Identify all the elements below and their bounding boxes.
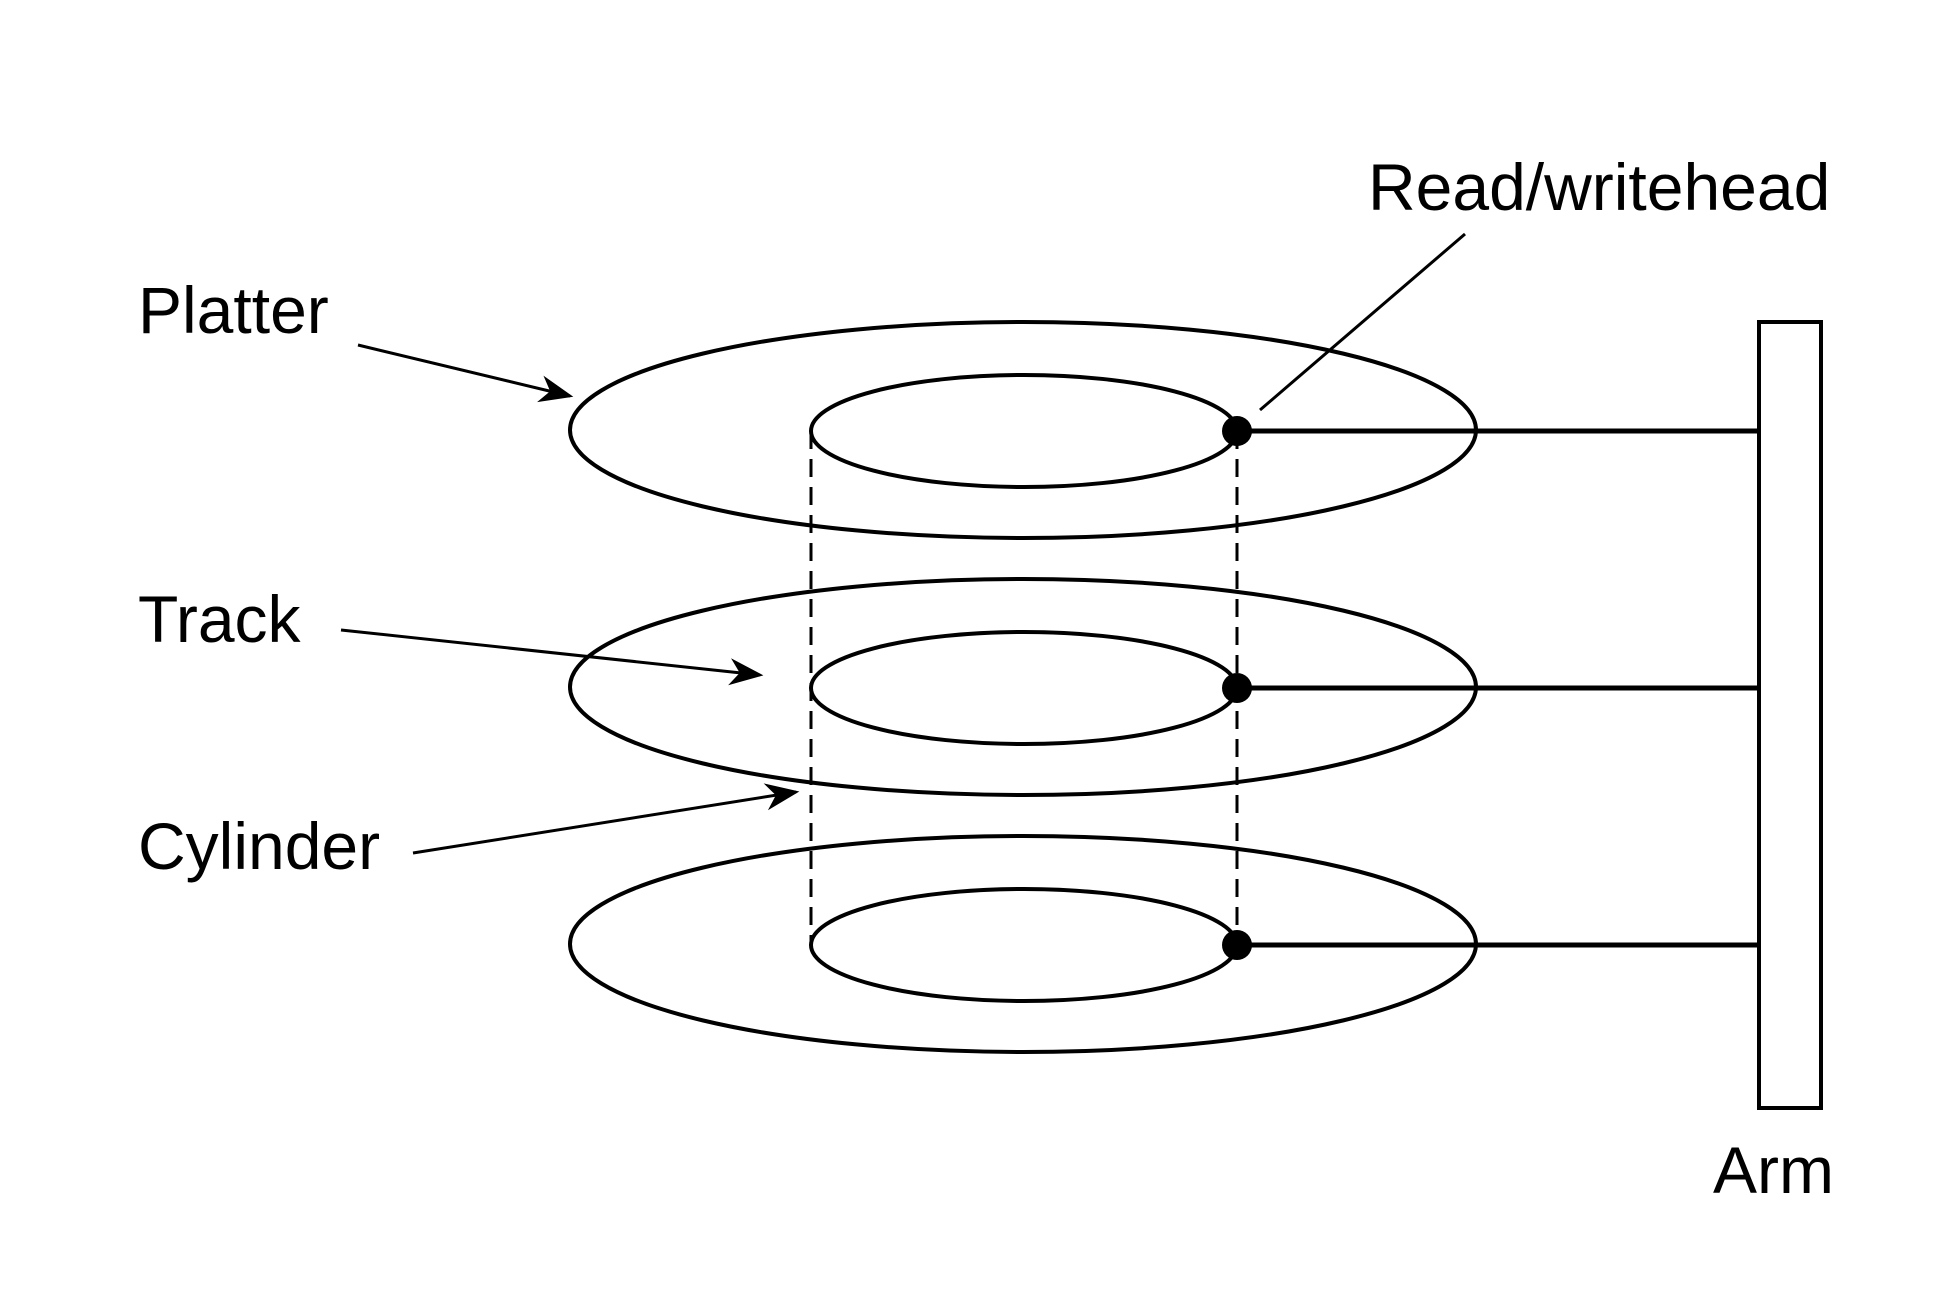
cylinder-label: Cylinder — [138, 809, 380, 883]
track-top — [809, 373, 1239, 489]
read-write-head-top — [1222, 416, 1252, 446]
cylinder-pointer-arrow — [412, 783, 800, 855]
read-write-head-bottom — [1222, 930, 1252, 960]
track-pointer-arrow — [340, 628, 764, 686]
platter-label: Platter — [138, 273, 329, 347]
track-label: Track — [138, 582, 302, 656]
arm-label: Arm — [1713, 1133, 1834, 1207]
track-bottom — [809, 887, 1239, 1003]
arm-body — [1757, 320, 1823, 1110]
track-middle — [809, 630, 1239, 746]
read-write-head-middle — [1222, 673, 1252, 703]
read-write-head-label: Read/writehead — [1368, 150, 1830, 224]
platter-pointer-arrow — [357, 343, 574, 403]
read-write-head-pointer-line — [1259, 232, 1466, 412]
